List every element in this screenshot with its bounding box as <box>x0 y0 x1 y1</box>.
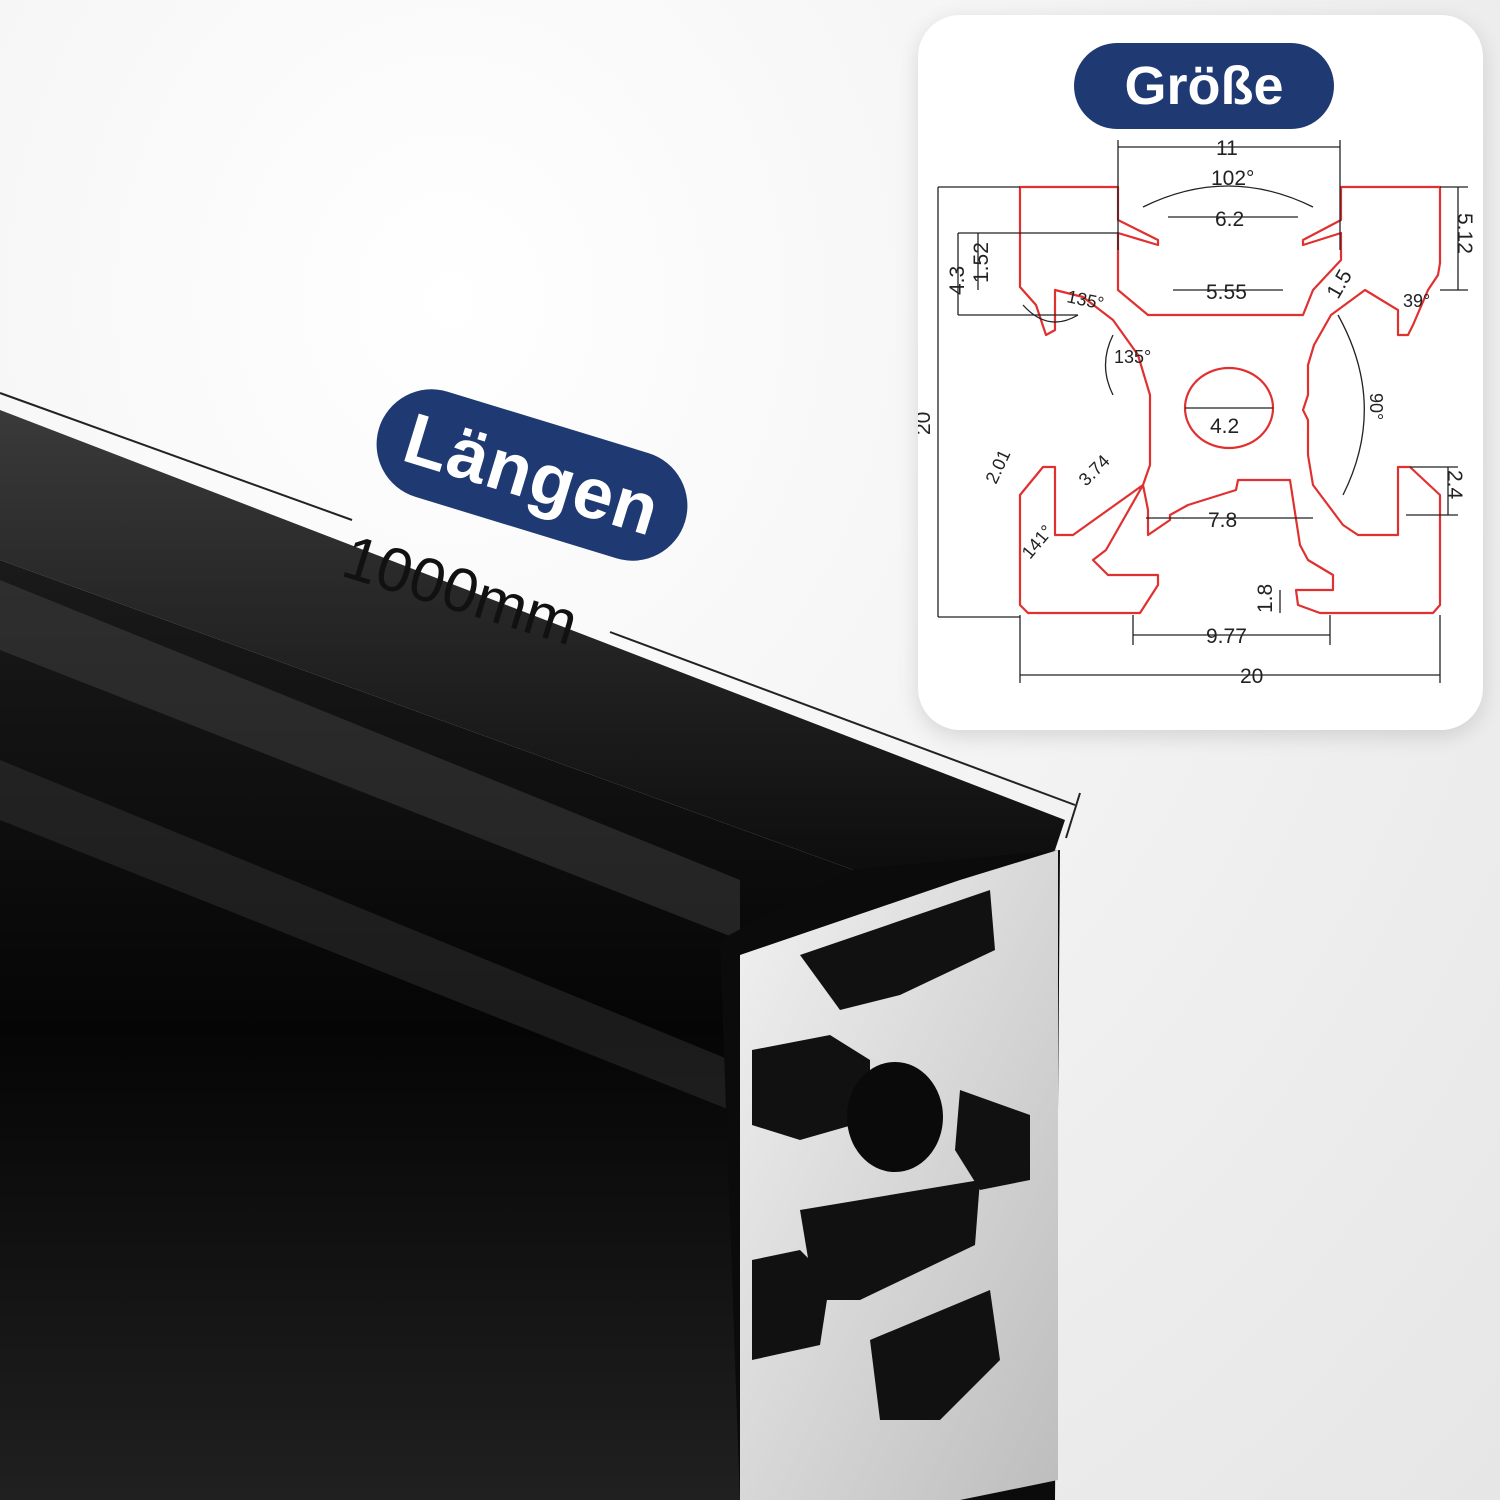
dim-core-angle: 90° <box>1366 393 1386 420</box>
dim-bottom-inner-width: 7.8 <box>1208 509 1237 532</box>
dim-left-depth: 4.3 <box>946 266 969 295</box>
dim-lip-b: 3.74 <box>1075 451 1114 490</box>
dim-corner-angle: 39° <box>1403 291 1430 311</box>
dim-lip-a: 2.01 <box>981 446 1014 486</box>
dim-inner-width: 5.55 <box>1206 281 1247 304</box>
dim-left-flange: 1.52 <box>970 242 993 283</box>
dim-slot-opening: 6.2 <box>1215 208 1244 231</box>
dim-bore: 4.2 <box>1210 415 1239 438</box>
size-card: Größe <box>918 15 1483 730</box>
dim-right-flange-height: 5.12 <box>1453 213 1476 254</box>
dim-overall-height: 20 <box>918 412 935 435</box>
dim-top-slot-width: 11 <box>1216 137 1238 160</box>
dim-right-step: 2.4 <box>1443 470 1466 500</box>
profile-outline <box>1018 185 1442 615</box>
dim-chamfer: 1.5 <box>1322 266 1357 303</box>
profile-cross-section-drawing: 11 102° 6.2 5.12 4.3 1.52 5.55 1.5 39° 1… <box>918 137 1476 688</box>
dim-lip-angle: 141° <box>1018 521 1057 562</box>
dim-overall-width: 20 <box>1240 665 1263 688</box>
dim-bottom-slot-width: 9.77 <box>1206 625 1247 648</box>
size-badge: Größe <box>1074 43 1334 129</box>
dim-angle-b: 135° <box>1114 347 1151 367</box>
dim-angle-a: 135° <box>1065 286 1106 313</box>
dim-bottom-lip: 1.8 <box>1254 584 1277 613</box>
size-badge-label: Größe <box>1124 56 1284 116</box>
dim-slot-angle: 102° <box>1211 167 1254 190</box>
